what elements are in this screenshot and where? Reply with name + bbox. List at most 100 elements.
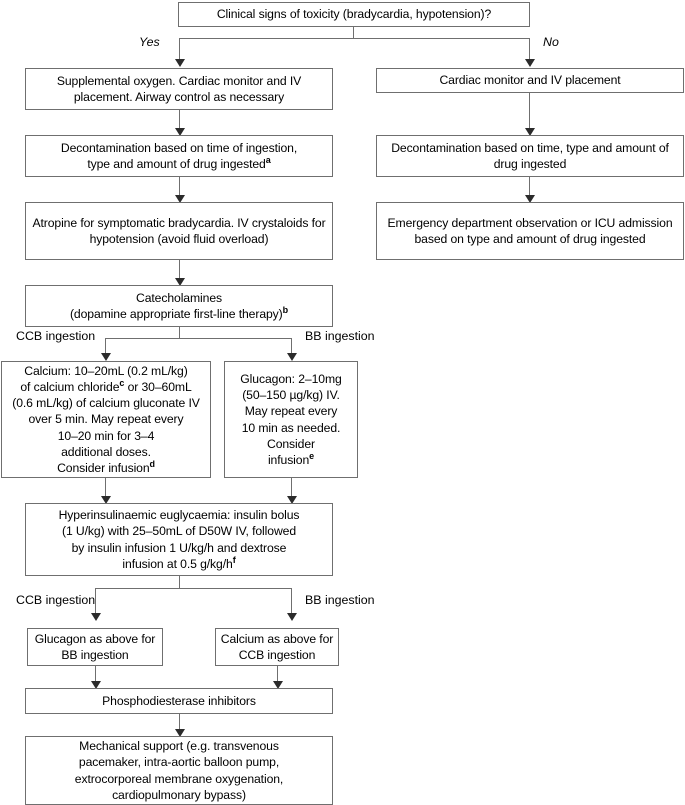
connector-root-bus — [179, 38, 529, 39]
mechanical-line4: cardiopulmonary bypass) — [112, 787, 246, 802]
node-atropine-label: Atropine for symptomatic bradycardia. IV… — [32, 215, 326, 246]
calcium-line2a: of calcium chloride — [20, 380, 120, 394]
connector-glucagon-to-hie — [291, 478, 292, 498]
arrowhead-split2-left — [91, 613, 101, 621]
calcium-line3: (0.6 mL/kg) of calcium gluconate IV — [12, 396, 200, 411]
arrowhead-no-branch — [525, 59, 535, 67]
footnote-marker-c: c — [119, 377, 125, 388]
mechanical-line2: pacemaker, intra-aortic balloon pump, — [78, 755, 280, 770]
connector-left2-to-left3 — [179, 177, 180, 197]
glucagon-line2: (50–150 µg/kg) IV. — [242, 388, 340, 403]
calcium-line4: over 5 min. May repeat every — [28, 412, 184, 427]
arrowhead-hie-left — [101, 496, 111, 504]
node-atropine[interactable]: Atropine for symptomatic bradycardia. IV… — [25, 202, 333, 260]
decon-left-line2: type and amount of drug ingested — [87, 157, 266, 171]
connector-calcium-above-to-pde — [277, 666, 278, 683]
connector-hie-stem — [179, 576, 180, 588]
node-supplemental-oxygen[interactable]: Supplemental oxygen. Cardiac monitor and… — [25, 68, 333, 110]
arrowhead-mechanical — [175, 729, 185, 737]
footnote-marker-d: d — [149, 458, 156, 469]
connector-no-branch — [529, 38, 530, 60]
node-ed-observation[interactable]: Emergency department observation or ICU … — [376, 202, 684, 260]
arrowhead-left2 — [175, 128, 185, 136]
node-supplemental-oxygen-label: Supplemental oxygen. Cardiac monitor and… — [56, 73, 302, 104]
calcium-line6: additional doses. — [61, 444, 151, 459]
arrowhead-yes-branch — [175, 59, 185, 67]
catecholamines-line2: (dopamine appropriate first-line therapy… — [69, 307, 283, 321]
connector-split2-left — [95, 588, 96, 614]
label-split1-ccb: CCB ingestion — [16, 329, 96, 343]
node-decontamination-right[interactable]: Decontamination based on time, type and … — [376, 135, 684, 177]
mechanical-line3: extrocorporeal membrane oxygenation, — [74, 771, 284, 786]
label-yes: Yes — [139, 35, 160, 49]
node-pde-label: Phosphodiesterase inhibitors — [102, 693, 256, 708]
connector-split2-bus — [95, 588, 292, 589]
node-cardiac-monitor[interactable]: Cardiac monitor and IV placement — [376, 68, 684, 93]
glucagon-line3: May repeat every — [244, 404, 338, 419]
node-mechanical-support[interactable]: Mechanical support (e.g. transvenous pac… — [25, 736, 333, 805]
node-calcium-dose[interactable]: Calcium: 10–20mL (0.2 mL/kg) of calcium … — [1, 361, 211, 478]
footnote-marker-e: e — [309, 450, 315, 461]
label-split1-bb: BB ingestion — [305, 329, 375, 343]
hie-line3: by insulin infusion 1 U/kg/h and dextros… — [71, 540, 287, 555]
node-clinical-signs[interactable]: Clinical signs of toxicity (bradycardia,… — [178, 2, 530, 27]
node-glucagon-as-above[interactable]: Glucagon as above for BB ingestion — [27, 628, 163, 666]
glucagon-line4: 10 min as needed. — [241, 420, 341, 435]
node-mechanical-support-label: Mechanical support (e.g. transvenous pac… — [30, 738, 328, 803]
arrowhead-catecholamines — [175, 278, 185, 286]
hie-line4: infusion at 0.5 g/kg/h — [122, 556, 233, 571]
catecholamines-line1: Catecholamines — [136, 290, 222, 305]
calcium-line2b: or 30–60mL — [124, 380, 192, 394]
label-split2-bb: BB ingestion — [305, 593, 375, 607]
connector-catecholamines-stem — [179, 327, 180, 338]
node-catecholamines[interactable]: Catecholamines (dopamine appropriate fir… — [25, 285, 333, 327]
node-calcium-as-above[interactable]: Calcium as above for CCB ingestion — [215, 628, 339, 666]
hie-line2: (1 U/kg) with 25–50mL of D50W IV, follow… — [61, 524, 297, 539]
connector-left1-to-left2 — [179, 110, 180, 130]
connector-pde-to-mechanical — [179, 714, 180, 731]
node-decontamination-left[interactable]: Decontamination based on time of ingesti… — [25, 135, 333, 177]
calcium-line1: Calcium: 10–20mL (0.2 mL/kg) — [24, 363, 188, 378]
arrowhead-split2-right — [287, 613, 297, 621]
node-hie-label: Hyperinsulinaemic euglycaemia: insulin b… — [30, 507, 328, 572]
footnote-marker-f: f — [232, 554, 236, 565]
connector-right1-to-right2 — [529, 93, 530, 130]
arrowhead-pde-left — [91, 681, 101, 689]
arrowhead-hie-right — [287, 496, 297, 504]
node-cardiac-monitor-label: Cardiac monitor and IV placement — [439, 73, 621, 88]
node-ed-observation-label: Emergency department observation or ICU … — [387, 215, 673, 246]
connector-left3-to-catecholamines — [179, 260, 180, 280]
arrowhead-pde-right — [273, 681, 283, 689]
arrowhead-right2 — [525, 128, 535, 136]
connector-glucagon-above-to-pde — [95, 666, 96, 683]
connector-split2-right — [291, 588, 292, 614]
node-glucagon-dose[interactable]: Glucagon: 2–10mg (50–150 µg/kg) IV. May … — [224, 361, 358, 478]
node-glucagon-as-above-label: Glucagon as above for BB ingestion — [34, 631, 156, 662]
node-catecholamines-label: Catecholamines (dopamine appropriate fir… — [30, 290, 328, 322]
glucagon-line6: infusion — [267, 452, 310, 467]
node-decontamination-left-label: Decontamination based on time of ingesti… — [30, 140, 328, 172]
connector-root-stem — [353, 27, 354, 38]
node-calcium-dose-label: Calcium: 10–20mL (0.2 mL/kg) of calcium … — [6, 363, 206, 476]
footnote-marker-a: a — [265, 154, 271, 165]
connector-split1-left — [105, 338, 106, 354]
calcium-line5: 10–20 min for 3–4 — [57, 428, 155, 443]
node-phosphodiesterase-inhibitors[interactable]: Phosphodiesterase inhibitors — [25, 688, 333, 714]
footnote-marker-b: b — [282, 304, 289, 315]
hie-line1: Hyperinsulinaemic euglycaemia: insulin b… — [58, 508, 300, 523]
node-hyperinsulinaemic-euglycaemia[interactable]: Hyperinsulinaemic euglycaemia: insulin b… — [25, 503, 333, 576]
calcium-line7: Consider infusion — [57, 461, 150, 476]
decon-left-line1: Decontamination based on time of ingesti… — [60, 140, 298, 155]
connector-split1-bus — [105, 338, 292, 339]
arrowhead-right3 — [525, 195, 535, 203]
glucagon-line1: Glucagon: 2–10mg — [240, 371, 342, 386]
node-decontamination-right-label: Decontamination based on time, type and … — [391, 140, 669, 171]
connector-yes-branch — [179, 38, 180, 60]
connector-calcium-to-hie — [105, 478, 106, 498]
arrowhead-split1-left — [101, 353, 111, 361]
mechanical-line1: Mechanical support (e.g. transvenous — [79, 739, 279, 754]
connector-right2-to-right3 — [529, 177, 530, 197]
node-glucagon-dose-label: Glucagon: 2–10mg (50–150 µg/kg) IV. May … — [229, 371, 353, 468]
connector-split1-right — [291, 338, 292, 354]
